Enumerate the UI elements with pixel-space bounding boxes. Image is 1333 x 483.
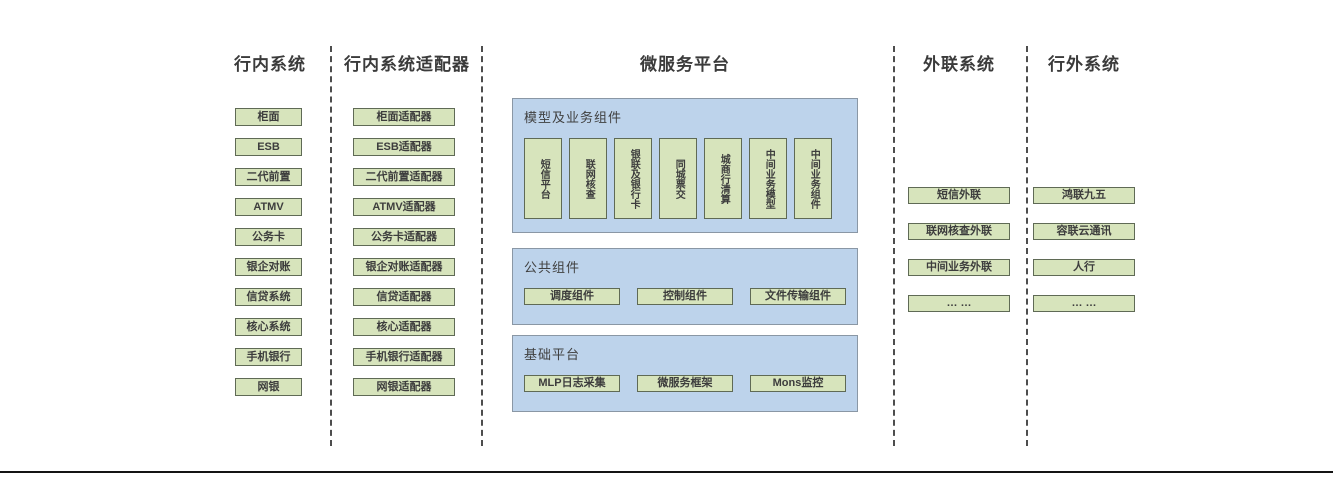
outside-system-box: … … [1033,295,1135,312]
system-box: 公务卡 [235,228,302,246]
platform-section-common-components: 公共组件 调度组件控制组件文件传输组件 [512,248,858,325]
column-divider [1026,46,1028,446]
system-box: 网银 [235,378,302,396]
page-bottom-rule [0,471,1333,473]
section-items: MLP日志采集微服务框架 Mons监控 [524,375,846,392]
adapter-box: 网银适配器 [353,378,455,396]
internal-systems-list: 柜面 ESB 二代前置 ATMV 公务卡银企对账信贷系统核心系统手机银行网银 [235,108,302,408]
system-box: 核心系统 [235,318,302,336]
column-title-internal-systems: 行内系统 [234,55,306,74]
system-box: 信贷系统 [235,288,302,306]
outside-systems-list: 鸿联九五容联云通讯人行 … … [1033,187,1135,331]
column-title-microservice-platform: 微服务平台 [640,55,730,74]
component-box: 调度组件 [524,288,620,305]
system-box: 二代前置 [235,168,302,186]
component-box: 控制组件 [637,288,733,305]
component-box: 中间业务组件 [794,138,832,219]
adapter-box: 公务卡适配器 [353,228,455,246]
adapter-box: ESB适配器 [353,138,455,156]
system-box: 手机银行 [235,348,302,366]
internal-adapters-list: 柜面适配器 ESB适配器二代前置适配器 ATMV适配器公务卡适配器银企对账适配器信贷… [353,108,455,408]
external-link-box: 联网核查外联 [908,223,1010,240]
system-box: ATMV [235,198,302,216]
section-items: 调度组件控制组件文件传输组件 [524,288,846,305]
column-divider [893,46,895,446]
outside-system-box: 鸿联九五 [1033,187,1135,204]
component-box: 联网核查 [569,138,607,219]
outside-system-box: 容联云通讯 [1033,223,1135,240]
outside-system-box: 人行 [1033,259,1135,276]
external-link-systems-list: 短信外联联网核查外联中间业务外联 … … [908,187,1010,331]
section-label: 公共组件 [524,260,581,275]
adapter-box: ATMV适配器 [353,198,455,216]
adapter-box: 银企对账适配器 [353,258,455,276]
component-box: 微服务框架 [637,375,733,392]
component-box: Mons监控 [750,375,846,392]
component-box: 文件传输组件 [750,288,846,305]
external-link-box: 中间业务外联 [908,259,1010,276]
component-box: 短信平台 [524,138,562,219]
column-divider [481,46,483,446]
external-link-box: … … [908,295,1010,312]
column-title-outside-systems: 行外系统 [1048,55,1120,74]
adapter-box: 二代前置适配器 [353,168,455,186]
component-box: 城商行清算 [704,138,742,219]
component-box: 同城票交 [659,138,697,219]
component-box: 银联及银行卡 [614,138,652,219]
component-box: MLP日志采集 [524,375,620,392]
adapter-box: 核心适配器 [353,318,455,336]
adapter-box: 手机银行适配器 [353,348,455,366]
platform-section-model-business: 模型及业务组件 短信平台联网核查银联及银行卡同城票交城商行清算中间业务模型中间业… [512,98,858,233]
system-box: ESB [235,138,302,156]
section-label: 模型及业务组件 [524,110,623,125]
column-divider [330,46,332,446]
section-label: 基础平台 [524,347,581,362]
column-title-internal-adapters: 行内系统适配器 [344,55,470,74]
system-box: 银企对账 [235,258,302,276]
external-link-box: 短信外联 [908,187,1010,204]
adapter-box: 柜面适配器 [353,108,455,126]
component-box: 中间业务模型 [749,138,787,219]
column-title-external-link-systems: 外联系统 [923,55,995,74]
platform-section-base-platform: 基础平台 MLP日志采集微服务框架 Mons监控 [512,335,858,412]
adapter-box: 信贷适配器 [353,288,455,306]
system-box: 柜面 [235,108,302,126]
section-items: 短信平台联网核查银联及银行卡同城票交城商行清算中间业务模型中间业务组件 [524,138,846,219]
